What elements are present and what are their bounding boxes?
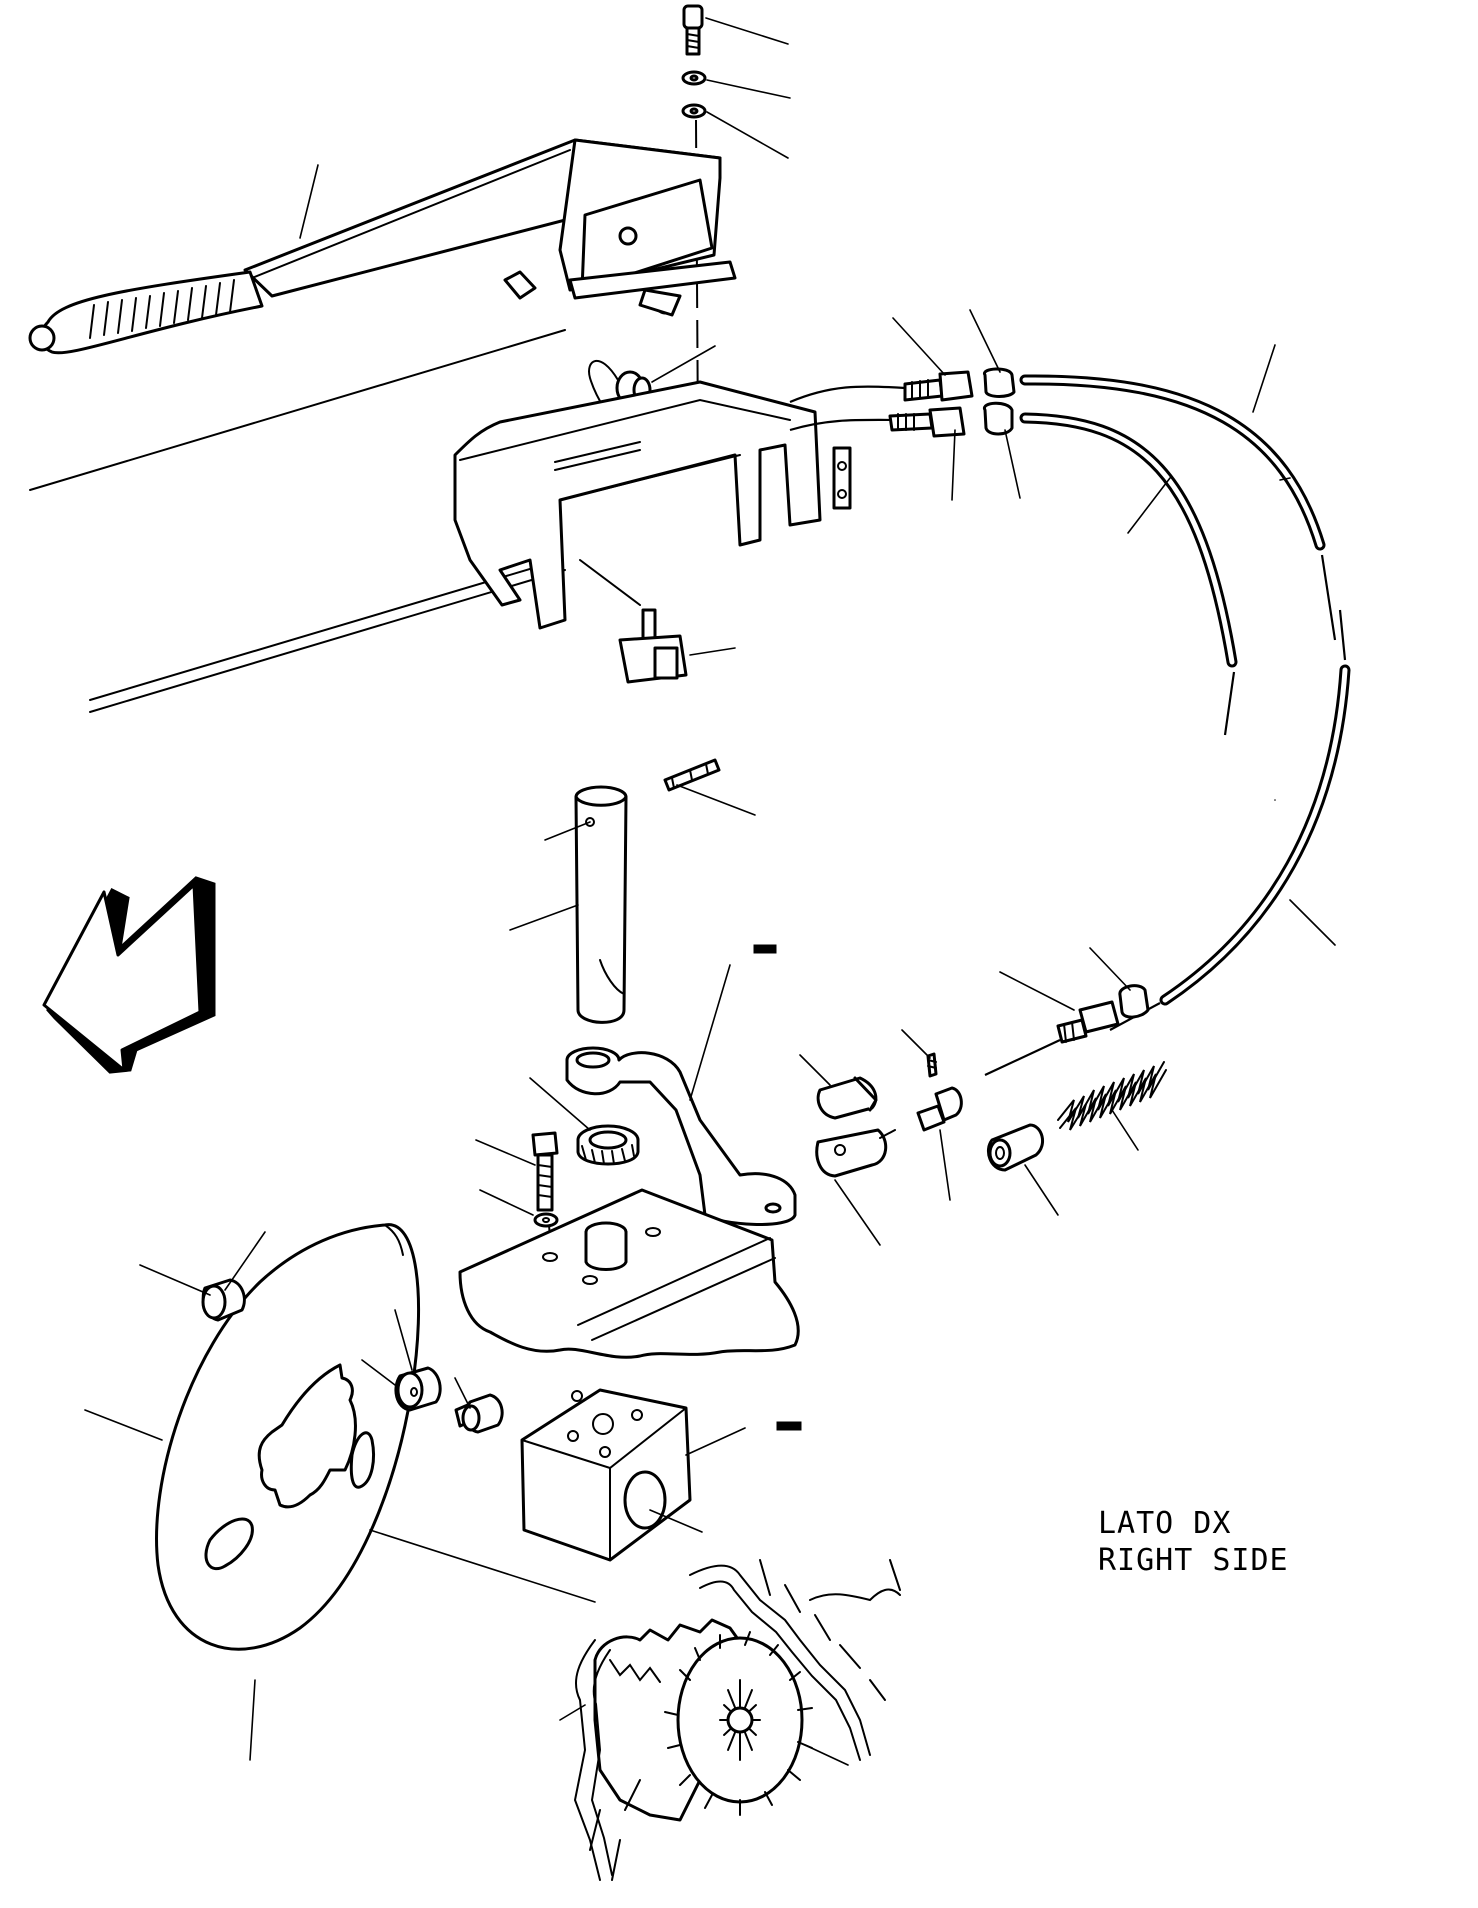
pivot-shaft-icon [574,785,628,1024]
screw-icon [682,4,704,56]
brake-arm-icon [565,1046,797,1226]
clevis-icon [815,1076,896,1178]
handbrake-lever-icon [28,138,737,355]
switch-icon [579,559,688,684]
spring-pin-icon [663,758,721,792]
cable-adjuster-icon [888,367,1150,1044]
bushing-icon [576,1124,640,1166]
washer-icon [681,70,707,119]
mounting-plate-icon [458,1188,800,1359]
lever-bracket-icon [453,380,852,630]
bolt-icon [531,1131,559,1228]
brake-cable-icon [789,374,1351,1076]
caliper-block-icon [520,1388,692,1562]
side-label-english: RIGHT SIDE [1098,1543,1289,1578]
brake-disc-icon [155,1223,421,1651]
clevis-pin-icon [916,1052,963,1132]
side-label-italian: LATO DX [1098,1506,1232,1541]
spring-icon [1057,1061,1167,1131]
frame-lines [29,329,566,713]
spacer-icon [987,1123,1045,1172]
sprocket-chain-icon [573,1559,901,1881]
direction-arrow-icon [42,876,216,1074]
